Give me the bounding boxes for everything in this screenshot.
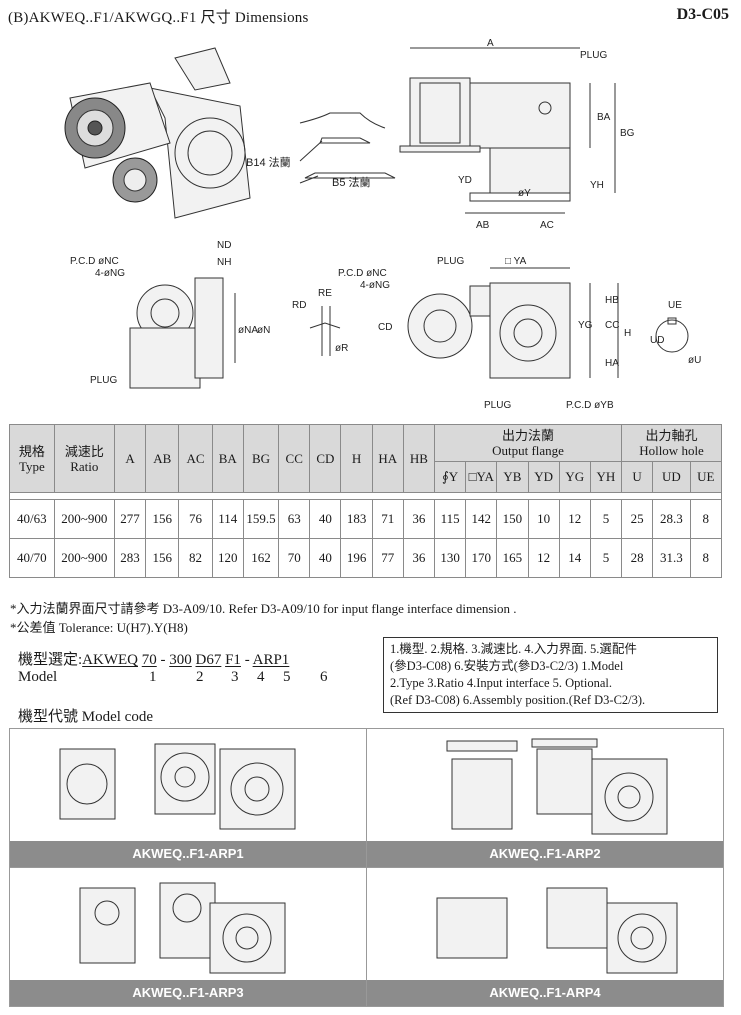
label-CC: CC <box>605 320 619 331</box>
panel-arp1-label: AKWEQ..F1-ARP1 <box>10 841 366 867</box>
arp1-drawing <box>59 743 296 830</box>
model-part-4: D67 <box>195 652 222 668</box>
model-label-en: Model <box>18 669 58 685</box>
note-input-flange: *入力法蘭界面尺寸請參考 D3-A09/10. Refer D3-A09/10 … <box>10 601 517 616</box>
header-YH: YH <box>589 461 623 493</box>
front-view-drawing <box>407 267 689 379</box>
page-code: D3-C05 <box>676 6 729 23</box>
note-tolerance: *公差值 Tolerance: U(H7).Y(H8) <box>10 620 188 635</box>
header-AC: AC <box>178 424 213 493</box>
arp2-drawing <box>446 738 668 835</box>
flange-sketches <box>299 112 396 184</box>
label-plug-front-top: PLUG <box>437 256 464 267</box>
model-selection: 機型選定:AKWEQ 70 - 300 D67 F1 - ARP1 Model … <box>18 652 328 685</box>
label-YG: YG <box>578 320 593 331</box>
label-plug-left: PLUG <box>90 375 117 386</box>
label-YA: □ YA <box>505 256 527 267</box>
label-AC: AC <box>540 220 554 231</box>
header-YG: YG <box>558 461 591 493</box>
header-HA: HA <box>371 424 404 493</box>
label-pcd-yb: P.C.D øYB <box>566 400 614 411</box>
model-legend-box: 1.機型. 2.規格. 3.減速比. 4.入力界面. 5.選配件 (參D3-C0… <box>383 637 718 713</box>
label-U: øU <box>688 355 701 366</box>
header-CC: CC <box>278 424 311 493</box>
label-UD: UD <box>650 335 664 346</box>
model-part-3: 300 <box>169 652 192 668</box>
header-H: H <box>340 424 373 493</box>
left-view-drawing <box>129 277 236 389</box>
label-HB: HB <box>605 295 619 306</box>
label-plug-top: PLUG <box>580 50 607 61</box>
panel-arp1: AKWEQ..F1-ARP1 <box>9 728 367 868</box>
panel-arp3-label: AKWEQ..F1-ARP3 <box>10 980 366 1006</box>
header-UE: UE <box>689 461 723 493</box>
table-spacer <box>9 492 722 500</box>
label-NH: NH <box>217 257 231 268</box>
header-AB: AB <box>145 424 180 493</box>
page-title: (B)AKWEQ..F1/AKWGQ..F1 尺寸 Dimensions <box>8 10 309 26</box>
label-RD: RD <box>292 300 306 311</box>
label-UE: UE <box>668 300 682 311</box>
label-RE: RE <box>318 288 332 299</box>
header-A: A <box>113 424 147 493</box>
panel-arp3: AKWEQ..F1-ARP3 <box>9 867 367 1007</box>
model-part-2: 70 <box>141 652 157 668</box>
label-4ng-left: 4-øNG <box>95 268 125 279</box>
label-YD: YD <box>458 175 472 186</box>
arp3-drawing <box>79 882 286 974</box>
header-CD: CD <box>309 424 342 493</box>
label-AB: AB <box>476 220 490 231</box>
model-part-5: F1 <box>225 652 241 668</box>
model-code-title: 機型代號 Model code <box>18 709 153 725</box>
panel-arp4-label: AKWEQ..F1-ARP4 <box>367 980 723 1006</box>
label-ND: ND <box>217 240 231 251</box>
header-BG: BG <box>242 424 280 493</box>
label-R: øR <box>335 343 348 354</box>
header-BA: BA <box>211 424 244 493</box>
arp4-drawing <box>436 887 678 974</box>
label-HA: HA <box>605 358 619 369</box>
header-YD: YD <box>527 461 560 493</box>
label-BG: BG <box>620 128 635 139</box>
header-U: U <box>621 461 654 493</box>
model-part-6: ARP1 <box>252 652 290 668</box>
label-CD: CD <box>378 322 392 333</box>
model-part-1: AKWEQ <box>82 652 138 668</box>
label-pcd-nc-left: P.C.D øNC <box>70 256 119 267</box>
label-phiY: øY <box>518 188 531 199</box>
label-pcd-nc-front: P.C.D øNC <box>338 268 387 279</box>
panel-arp2: AKWEQ..F1-ARP2 <box>366 728 724 868</box>
technical-drawings: B14 法蘭 B5 法蘭 A PLUG BA BG YD øY YH AB AC… <box>64 38 701 411</box>
header-Y: ∮Y <box>433 461 467 493</box>
label-NA: øNA <box>238 325 258 336</box>
top-view-drawing <box>399 47 616 214</box>
header-YB: YB <box>496 461 529 493</box>
label-4ng-front: 4-øNG <box>360 280 390 291</box>
label-BA: BA <box>597 112 611 123</box>
label-b5: B5 法蘭 <box>332 175 371 189</box>
model-label-zh: 機型選定: <box>18 652 83 668</box>
label-plug-front-bottom: PLUG <box>484 400 511 411</box>
header-YA: □YA <box>465 461 498 493</box>
isometric-gearbox-photo <box>64 47 251 219</box>
label-H: H <box>624 328 631 339</box>
panel-arp4: AKWEQ..F1-ARP4 <box>366 867 724 1007</box>
label-b14: B14 法蘭 <box>246 155 291 169</box>
label-A: A <box>487 38 494 49</box>
panel-arp2-label: AKWEQ..F1-ARP2 <box>367 841 723 867</box>
label-YH: YH <box>590 180 604 191</box>
header-HB: HB <box>402 424 436 493</box>
header-UD: UD <box>652 461 691 493</box>
key-detail <box>309 306 341 356</box>
label-N: øN <box>257 325 270 336</box>
